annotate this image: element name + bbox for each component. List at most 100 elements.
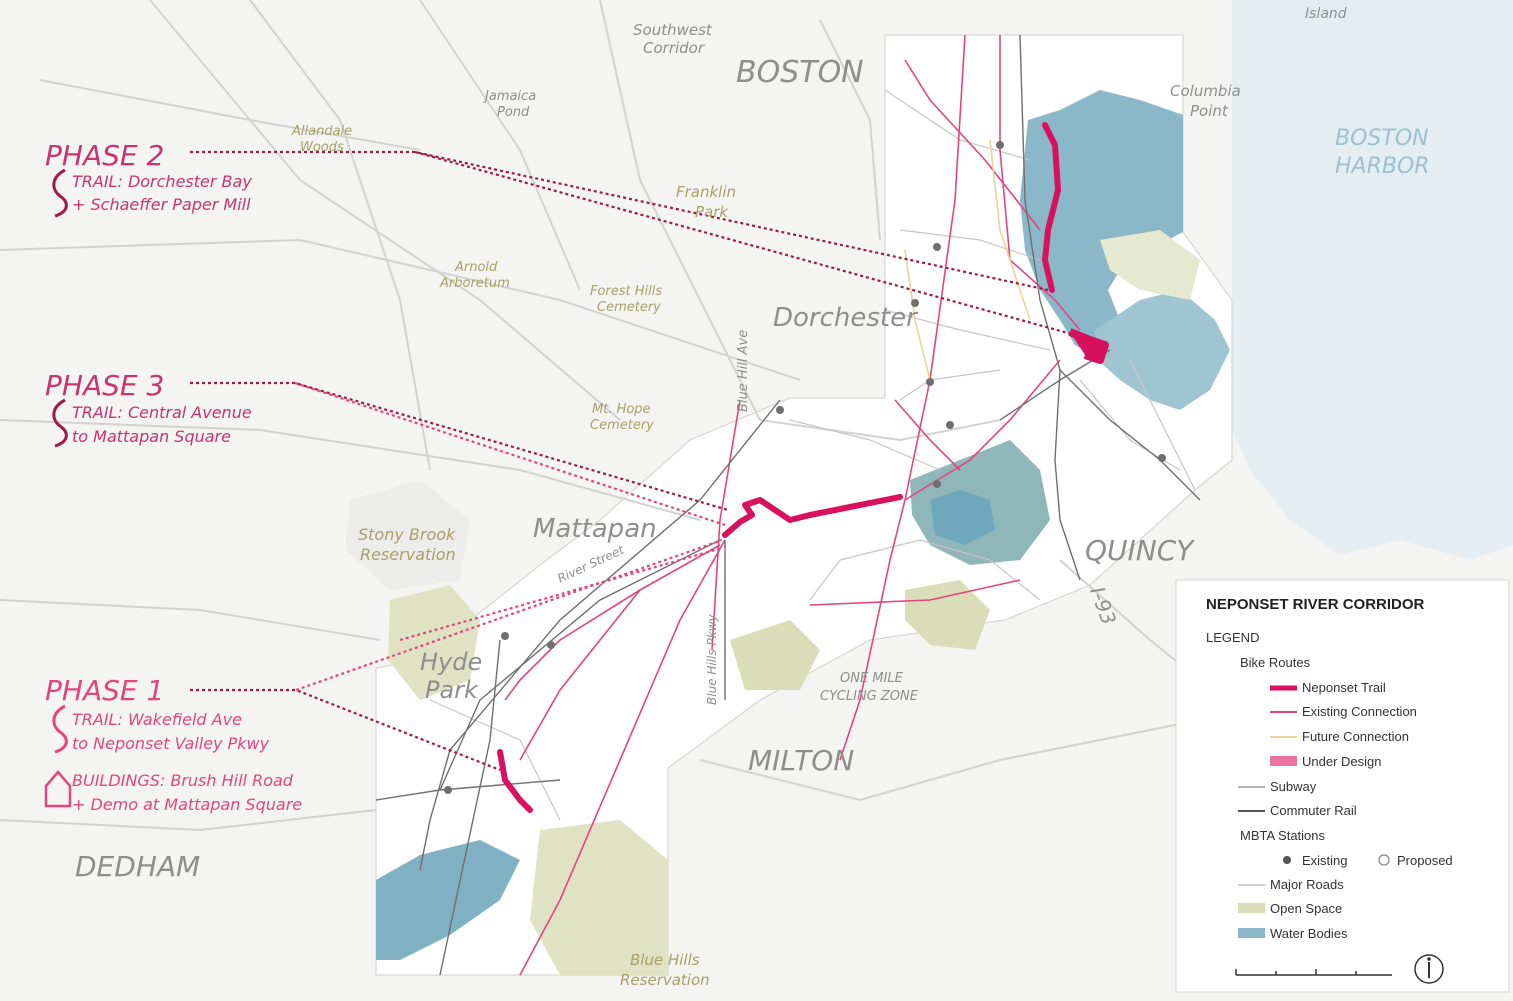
legend-commuter-rail: Commuter Rail (1270, 803, 1357, 818)
open-space-blue-hills (530, 820, 668, 975)
legend-subway: Subway (1270, 779, 1317, 794)
legend-box (1175, 579, 1510, 993)
rail-lines (375, 34, 1201, 976)
label-mattapan: Mattapan (533, 514, 657, 544)
phase1-leader-pink (295, 538, 723, 692)
station-marker (547, 641, 555, 649)
phase2-title: PHASE 2 (45, 139, 164, 172)
legend-swatch-water-bodies (1238, 928, 1265, 938)
label-hyde-park-2: Park (425, 676, 479, 704)
station-marker (911, 299, 919, 307)
phase3-line1: TRAIL: Central Avenue (72, 403, 252, 422)
trail-under-design (1068, 328, 1109, 364)
phase3-line2: to Mattapan Square (72, 427, 231, 446)
neponset-estuary (1095, 290, 1230, 410)
north-arrow-icon (1414, 954, 1444, 984)
label-hyde-park-1: Hyde (420, 648, 482, 676)
label-blue-hills-2: Reservation (620, 971, 710, 989)
label-arnold-1: Arnold (454, 260, 498, 275)
phase2-leader-b (414, 150, 1076, 337)
open-space-squantum (1100, 230, 1200, 300)
future-connections (904, 139, 1031, 381)
neponset-trail (497, 122, 1061, 813)
legend-swatch-open-space (1238, 903, 1265, 913)
label-blue-hill-ave: Blue Hill Ave (736, 330, 751, 412)
label-one-mile-2: CYCLING ZONE (820, 689, 919, 704)
study-area-north (375, 34, 1233, 976)
legend-under-design: Under Design (1302, 754, 1382, 769)
station-marker (933, 243, 941, 251)
legend-label: LEGEND (1206, 630, 1259, 645)
phase2-line2: + Schaeffer Paper Mill (72, 195, 251, 214)
dorchester-bay (1020, 90, 1183, 360)
legend-swatch-existing-station (1283, 856, 1291, 864)
legend-swatch-under-design (1270, 756, 1297, 766)
phase2-callout: PHASE 2 TRAIL: Dorchester Bay + Schaeffe… (45, 139, 252, 218)
phase1-leader (190, 688, 501, 772)
label-boston-harbor-1: BOSTON (1335, 126, 1429, 151)
phase2-line1: TRAIL: Dorchester Bay (72, 172, 252, 191)
trail-squiggle-icon (52, 704, 68, 754)
open-space-central (730, 620, 820, 690)
label-dorchester: Dorchester (773, 303, 919, 333)
phase1-callout: PHASE 1 TRAIL: Wakefield Ave to Neponset… (44, 674, 302, 814)
legend-existing-connection: Existing Connection (1302, 704, 1417, 719)
station-marker (926, 378, 934, 386)
legend-water-bodies: Water Bodies (1270, 926, 1348, 941)
station-marker (946, 421, 954, 429)
open-space-neponset-park (930, 490, 995, 545)
label-columbia-2: Point (1190, 102, 1229, 120)
label-forest-hills-2: Cemetery (597, 300, 661, 315)
label-franklin-park-1: Franklin (676, 183, 736, 201)
label-island: Island (1305, 6, 1347, 22)
label-arnold-2: Arboretum (439, 276, 510, 291)
label-allandale-2: Woods (300, 140, 344, 155)
boston-harbor-water (1035, 0, 1513, 560)
label-quincy: QUINCY (1085, 534, 1195, 567)
station-marker (501, 632, 509, 640)
phase1-line4: + Demo at Mattapan Square (72, 795, 302, 814)
label-one-mile-1: ONE MILE (840, 671, 904, 686)
label-jamaica-pond-1: Jamaica (482, 89, 536, 104)
label-columbia-1: Columbia (1170, 82, 1241, 100)
legend-mbta-stations: MBTA Stations (1240, 828, 1326, 843)
open-space-milton (905, 580, 990, 650)
label-mt-hope-1: Mt. Hope (592, 402, 651, 417)
label-stony-brook-2: Reservation (360, 545, 456, 564)
label-forest-hills-1: Forest Hills (590, 284, 662, 299)
label-mt-hope-2: Cemetery (590, 418, 654, 433)
label-milton: MILTON (748, 744, 854, 777)
legend-existing: Existing (1302, 853, 1348, 868)
phase1-title: PHASE 1 (45, 674, 164, 707)
open-space-dedham-river (376, 840, 520, 960)
phase1-line3: BUILDINGS: Brush Hill Road (72, 771, 294, 790)
label-allandale-1: Allandale (291, 124, 352, 139)
legend-neponset-trail: Neponset Trail (1302, 680, 1386, 695)
phase3-title: PHASE 3 (45, 369, 164, 402)
label-boston-harbor-2: HARBOR (1335, 154, 1430, 179)
phase1-line2: to Neponset Valley Pkwy (72, 734, 270, 753)
label-boston: BOSTON (736, 55, 864, 90)
trail-squiggle-icon (52, 168, 68, 218)
legend-title: NEPONSET RIVER CORRIDOR (1206, 596, 1425, 613)
scale-bar (1235, 969, 1392, 976)
mbta-stations (444, 141, 1166, 794)
trail-squiggle-icon (52, 398, 68, 448)
label-southwest-corridor-1: Southwest (633, 21, 713, 39)
major-roads (0, 0, 1251, 832)
legend-proposed: Proposed (1397, 853, 1453, 868)
trail-neponset-valley (497, 749, 533, 813)
legend-swatch-proposed-station (1378, 854, 1390, 866)
trail-central-mattapan (722, 494, 903, 538)
legend-future-connection: Future Connection (1302, 729, 1409, 744)
phase1-line1: TRAIL: Wakefield Ave (72, 710, 242, 729)
label-blue-hills-pkwy: Blue Hills Pkwy (705, 614, 719, 705)
station-marker (1158, 454, 1166, 462)
legend: NEPONSET RIVER CORRIDOR LEGEND Bike Rout… (1175, 579, 1510, 993)
legend-major-roads: Major Roads (1270, 877, 1344, 892)
legend-open-space: Open Space (1270, 901, 1342, 916)
station-marker (776, 406, 784, 414)
label-franklin-park-2: Park (695, 203, 729, 221)
station-marker (933, 480, 941, 488)
